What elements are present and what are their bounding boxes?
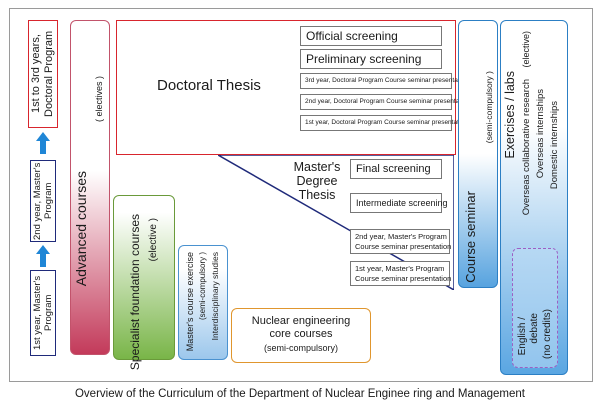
english-debate-box: English / debate (no credits) (512, 248, 558, 368)
masters-pres1-box: 1st year, Master's Program Course semina… (350, 261, 452, 286)
course-seminar-column: Course seminar (semi-compulsory ) (458, 20, 498, 288)
doctoral-years-box: 1st to 3rd years, Doctoral Program (28, 20, 58, 128)
arrow-up-icon (36, 245, 50, 267)
masters-pres2-box: 2nd year, Master's Program Course semina… (350, 229, 452, 254)
doctoral-pres3-box: 3rd year, Doctoral Program Course semina… (300, 73, 468, 89)
doctoral-pres1-box: 1st year, Doctoral Program Course semina… (300, 115, 468, 131)
nuclear-core-note: (semi-compulsory) (263, 343, 338, 353)
official-screening-box: Official screening (300, 26, 442, 46)
masters-thesis-title-1: Master's (293, 160, 341, 174)
masters-thesis-title-3: Thesis (298, 188, 336, 202)
figure-caption: Overview of the Curriculum of the Depart… (74, 388, 525, 400)
advanced-courses-note: ( electives ) (94, 76, 104, 123)
diagram-frame (9, 8, 593, 382)
masters-exercise-column: Master's course exercise (semi-compulsor… (178, 245, 228, 360)
english-line3: (no credits) (542, 309, 553, 360)
preliminary-screening-box: Preliminary screening (300, 49, 442, 69)
course-seminar-note: (semi-compulsory ) (484, 71, 494, 144)
masters-exercise-note: (semi-compulsory ) (198, 252, 207, 321)
nuclear-core-title-2: core courses (269, 328, 333, 340)
masters-thesis-triangle (218, 155, 454, 290)
nuclear-core-box: Nuclear engineering core courses (semi-c… (231, 308, 371, 363)
masters-thesis-title: Master's Degree Thesis (288, 160, 346, 202)
final-screening-box: Final screening (350, 159, 442, 179)
doctoral-thesis-title: Doctoral Thesis (157, 77, 261, 94)
second-year-masters-box: 2nd year, Master's Program (30, 160, 56, 242)
arrow-up-icon (36, 132, 50, 154)
advanced-courses-column: Advanced courses ( electives ) (70, 20, 110, 355)
doctoral-pres2-box: 2nd year, Doctoral Program Course semina… (300, 94, 470, 110)
exercises-labs-title: Exercises / labs (503, 71, 517, 159)
doctoral-years-label: 1st to 3rd years, Doctoral Program (30, 30, 55, 118)
overseas-internships-item: Overseas internships (535, 89, 546, 179)
first-year-masters-box: 1st year, Master's Program (30, 270, 56, 356)
specialist-foundation-column: Specialist foundation courses (elective … (113, 195, 175, 370)
nuclear-core-title-1: Nuclear engineering (251, 315, 351, 327)
advanced-courses-title: Advanced courses (73, 171, 89, 287)
exercises-labs-note: (elective) (521, 31, 531, 68)
masters-exercise-title: Master's course exercise (185, 252, 195, 352)
second-year-masters-label: 2nd year, Master's Program (32, 162, 54, 240)
masters-pres2-line1: 2nd year, Master's Program (355, 232, 447, 241)
course-seminar-title: Course seminar (463, 191, 478, 283)
masters-pres2-line2: Course seminar presentation (355, 241, 452, 251)
specialist-foundation-note: (elective ) (148, 218, 159, 262)
intermediate-screening-box: Intermediate screening (350, 193, 448, 213)
english-line2: debate (529, 313, 540, 344)
masters-pres1-line1: 1st year, Master's Program (355, 264, 445, 273)
first-year-masters-label: 1st year, Master's Program (32, 275, 54, 351)
masters-thesis-title-2: Degree (296, 174, 338, 188)
overseas-research-item: Overseas collaborative research (521, 79, 532, 216)
masters-pres1-line2: Course seminar presentation (355, 273, 452, 283)
domestic-internships-item: Domestic internships (549, 101, 560, 190)
english-line1: English / (517, 317, 528, 356)
specialist-foundation-title: Specialist foundation courses (128, 214, 142, 371)
